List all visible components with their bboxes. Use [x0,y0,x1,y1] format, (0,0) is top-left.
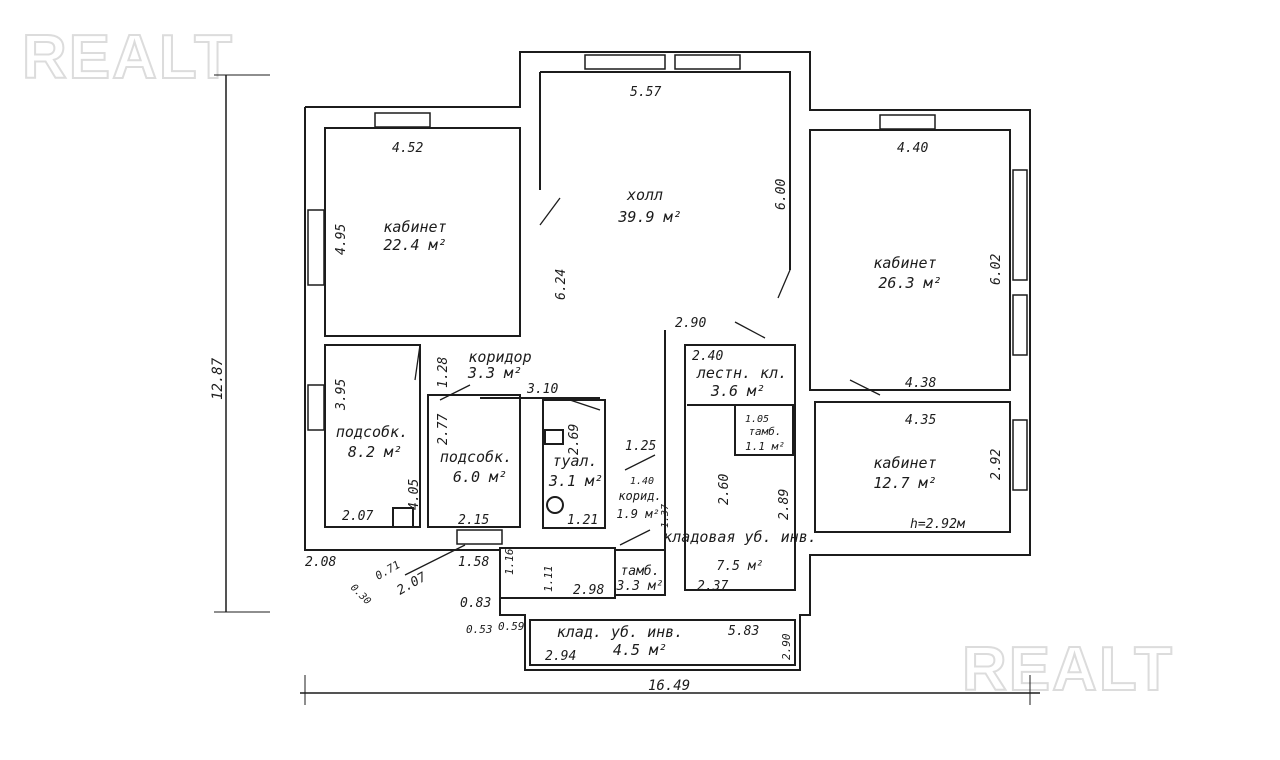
dimension-label: 2.90 [780,633,793,660]
dimension-label: 2.69 [567,424,582,455]
dimension-label: 0.59 [498,620,525,633]
dimension-label: 2.90 [675,316,706,331]
dimension-label: 3.10 [526,382,558,397]
dimension-label: 2.40 [692,349,723,364]
dimension-label: 1.40 [630,476,654,487]
dimension-label: 1.28 [436,357,451,388]
dimension-label: 0.53 [466,623,493,636]
room-area: 8.2 м² [348,443,402,461]
dimension-label: 1.25 [625,439,656,454]
dimension-label: 2.37 [697,579,728,594]
room-name: тамб. [748,425,781,438]
dimension-label: 2.07 [395,570,430,599]
room-area: 3.3 м² [616,579,664,594]
dimension-label: 6.24 [554,269,569,300]
room-name: кабинет [873,254,936,272]
dimension-label: 0.30 [348,582,373,607]
overall-dimensions: 12.87 16.49 [210,74,1040,705]
room-name: холл [626,186,663,204]
dimension-label: 2.07 [342,509,373,524]
dimension-label: 2.15 [458,513,489,528]
room-area: 6.0 м² [453,468,507,486]
dimension-label: 6.02 [989,254,1004,285]
dimension-label: 6.00 [774,179,789,210]
room-area: 1.9 м² [616,507,659,521]
room-name: клад. уб. инв. [557,623,683,641]
room-area: 4.5 м² [613,641,667,659]
room-name: коридор [468,348,531,366]
watermark-top: REALT [22,23,234,92]
dimension-label: 4.40 [897,141,928,156]
room-area: 3.6 м² [710,382,765,400]
room-area: 39.9 м² [617,208,681,226]
room-name: тамб. [620,564,659,579]
dimension-label: 4.38 [905,376,936,391]
room-name: подсобк. [336,423,408,441]
dimension-label: 0.83 [460,596,491,611]
dimension-label: 1.05 [745,414,769,425]
dimension-label: 3.95 [334,379,349,411]
dimension-label: 1.16 [503,548,516,575]
dimension-label: 1.58 [458,555,489,570]
dimension-label: 2.60 [717,474,732,505]
room-name: кабинет [873,454,936,472]
dimension-label: 5.83 [728,624,759,639]
dimension-label: 4.52 [392,141,423,156]
dimension-label: 4.35 [905,413,936,428]
windows [307,54,1028,545]
room-area: 7.5 м² [717,559,764,574]
dimension-label: 4.95 [334,224,349,255]
dimension-label: 2.77 [436,414,451,445]
room-name: лестн. кл. [696,364,787,382]
dimension-label: 2.98 [573,583,604,598]
room-area: 12.7 м² [873,474,936,492]
walls [304,51,1031,671]
overall-height: 12.87 [210,357,226,400]
room-name: кабинет [383,218,446,236]
room-area: 3.3 м² [467,364,522,382]
dimension-labels: 4.52 4.95 6.24 5.57 6.00 4.40 6.02 4.38 … [305,85,1004,664]
room-area: 3.1 м² [548,472,603,490]
dimension-label: 2.08 [305,555,336,570]
room-area: 1.1 м² [745,440,785,453]
dimension-label: 0.71 [373,558,402,583]
dimension-label: 2.89 [777,489,792,520]
room-area: 26.3 м² [878,274,941,292]
room-area: 22.4 м² [383,236,446,254]
room-labels: кабинет 22.4 м² холл 39.9 м² кабинет 26.… [336,186,966,659]
room-name: туал. [552,452,597,470]
dimension-label: 2.94 [545,649,576,664]
ceiling-height: h=2.92м [910,517,966,532]
dimension-label: 1.11 [542,566,555,593]
dimension-label: 1.21 [567,513,598,528]
dimension-label: 2.92 [989,449,1004,480]
doors [404,197,881,576]
room-name: кладовая уб. инв. [663,528,817,546]
dimension-label: 4.05 [407,479,422,510]
dimension-label: 1.37 [660,504,671,528]
dimension-label: 5.57 [630,85,661,100]
overall-width: 16.49 [648,678,690,694]
room-name: корид. [618,489,661,503]
room-name: подсобк. [440,448,512,466]
